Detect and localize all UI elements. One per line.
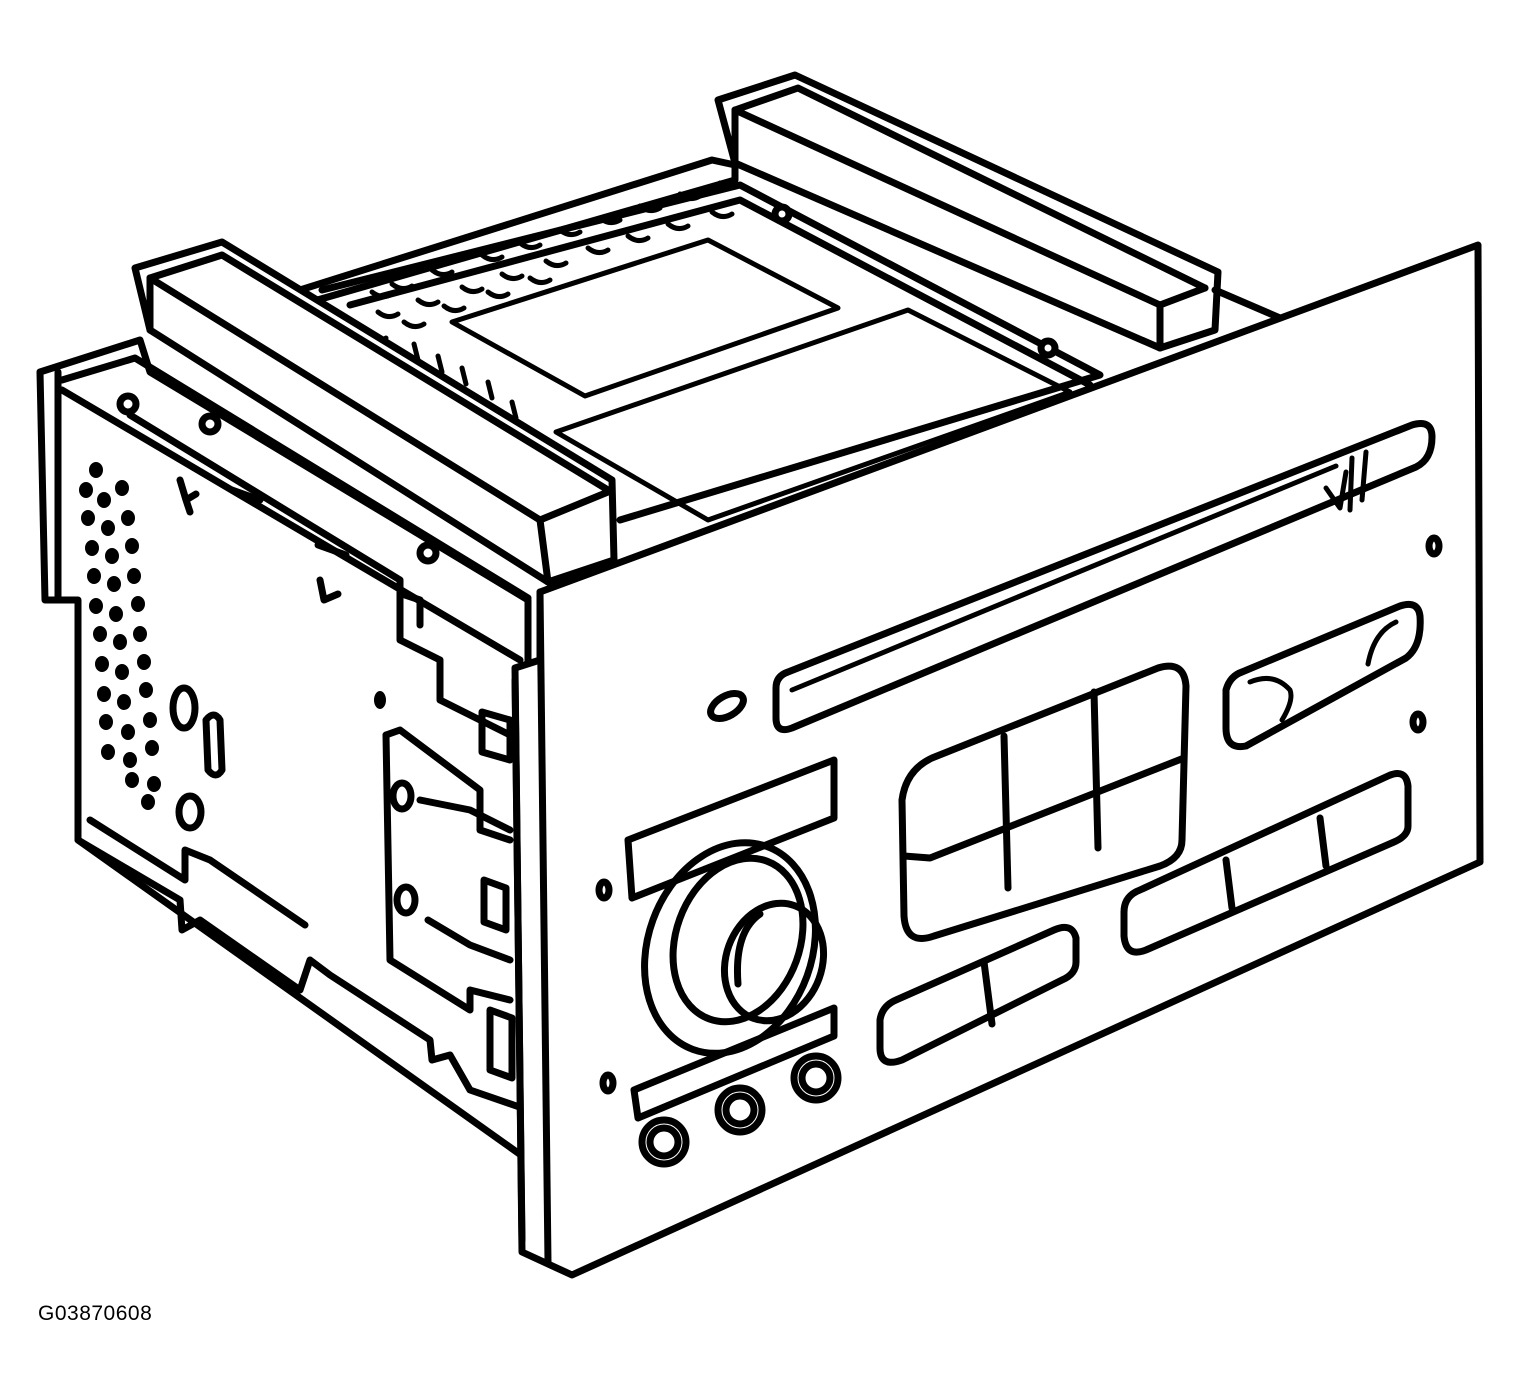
round-button-2[interactable] xyxy=(714,1084,766,1136)
rear-top-rail xyxy=(714,71,1284,352)
front-top-rail xyxy=(131,238,618,586)
frequency-display-plate xyxy=(624,756,838,902)
figure-id-label: G03870608 xyxy=(38,1302,153,1325)
display-window-right xyxy=(1222,600,1424,751)
lower-left-button-pair[interactable] xyxy=(876,923,1080,1066)
front-faceplate xyxy=(511,241,1484,1279)
cd-slot xyxy=(772,420,1436,734)
round-button-3[interactable] xyxy=(790,1052,842,1104)
left-side-panel xyxy=(36,336,532,1164)
lower-right-button-row[interactable] xyxy=(1120,770,1412,956)
vent-hole-grid xyxy=(79,462,161,810)
round-button-1[interactable] xyxy=(638,1116,690,1168)
volume-knob[interactable] xyxy=(616,818,844,1077)
preset-button-cluster xyxy=(898,662,1190,942)
